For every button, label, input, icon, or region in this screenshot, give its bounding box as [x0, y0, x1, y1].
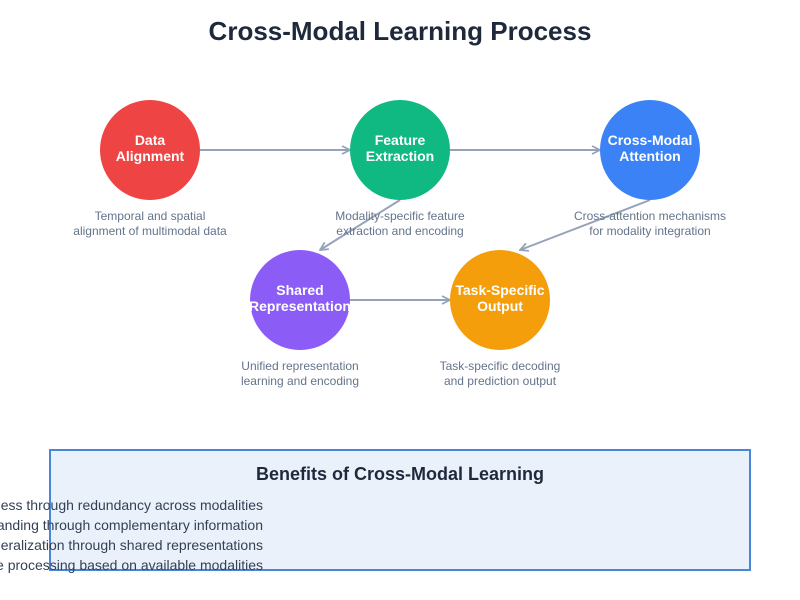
node-circle — [250, 250, 350, 350]
arrow-feature-extraction-to-shared-representation — [320, 199, 401, 250]
benefits-title: Benefits of Cross-Modal Learning — [256, 464, 544, 484]
node-circle — [100, 100, 200, 200]
benefit-item: Richer understanding through complementa… — [0, 517, 263, 533]
node-description: Unified representation — [241, 359, 358, 373]
node-description: for modality integration — [589, 224, 710, 238]
node-description: Temporal and spatial — [95, 209, 206, 223]
node-label: Alignment — [116, 148, 185, 164]
node-description: and prediction output — [444, 374, 557, 388]
node-label: Feature — [375, 132, 426, 148]
node-label: Attention — [619, 148, 680, 164]
node-circle — [450, 250, 550, 350]
node-label: Data — [135, 132, 166, 148]
node-label: Task-Specific — [455, 282, 544, 298]
benefits-box — [49, 449, 751, 571]
benefit-item: Improved generalization through shared r… — [0, 537, 263, 553]
page-title: Cross-Modal Learning Process — [209, 16, 592, 46]
benefits-panel: Benefits of Cross-Modal Learning Enhance… — [0, 449, 751, 573]
node-description: learning and encoding — [241, 374, 359, 388]
node-circle — [350, 100, 450, 200]
node-label: Representation — [249, 298, 351, 314]
node-label: Shared — [276, 282, 323, 298]
arrow-cross-modal-attention-to-task-specific-output — [520, 199, 651, 250]
benefit-item: Flexible processing based on available m… — [0, 557, 263, 573]
node-circle — [600, 100, 700, 200]
node-label: Output — [477, 298, 523, 314]
node-label: Extraction — [366, 148, 434, 164]
node-description: Cross-attention mechanisms — [574, 209, 726, 223]
node-description: Task-specific decoding — [440, 359, 561, 373]
node-label: Cross-Modal — [608, 132, 693, 148]
node-description: Modality-specific feature — [335, 209, 465, 223]
node-description: alignment of multimodal data — [73, 224, 227, 238]
node-description: extraction and encoding — [336, 224, 463, 238]
benefit-item: Enhanced robustness through redundancy a… — [0, 497, 263, 513]
edges — [200, 150, 651, 300]
